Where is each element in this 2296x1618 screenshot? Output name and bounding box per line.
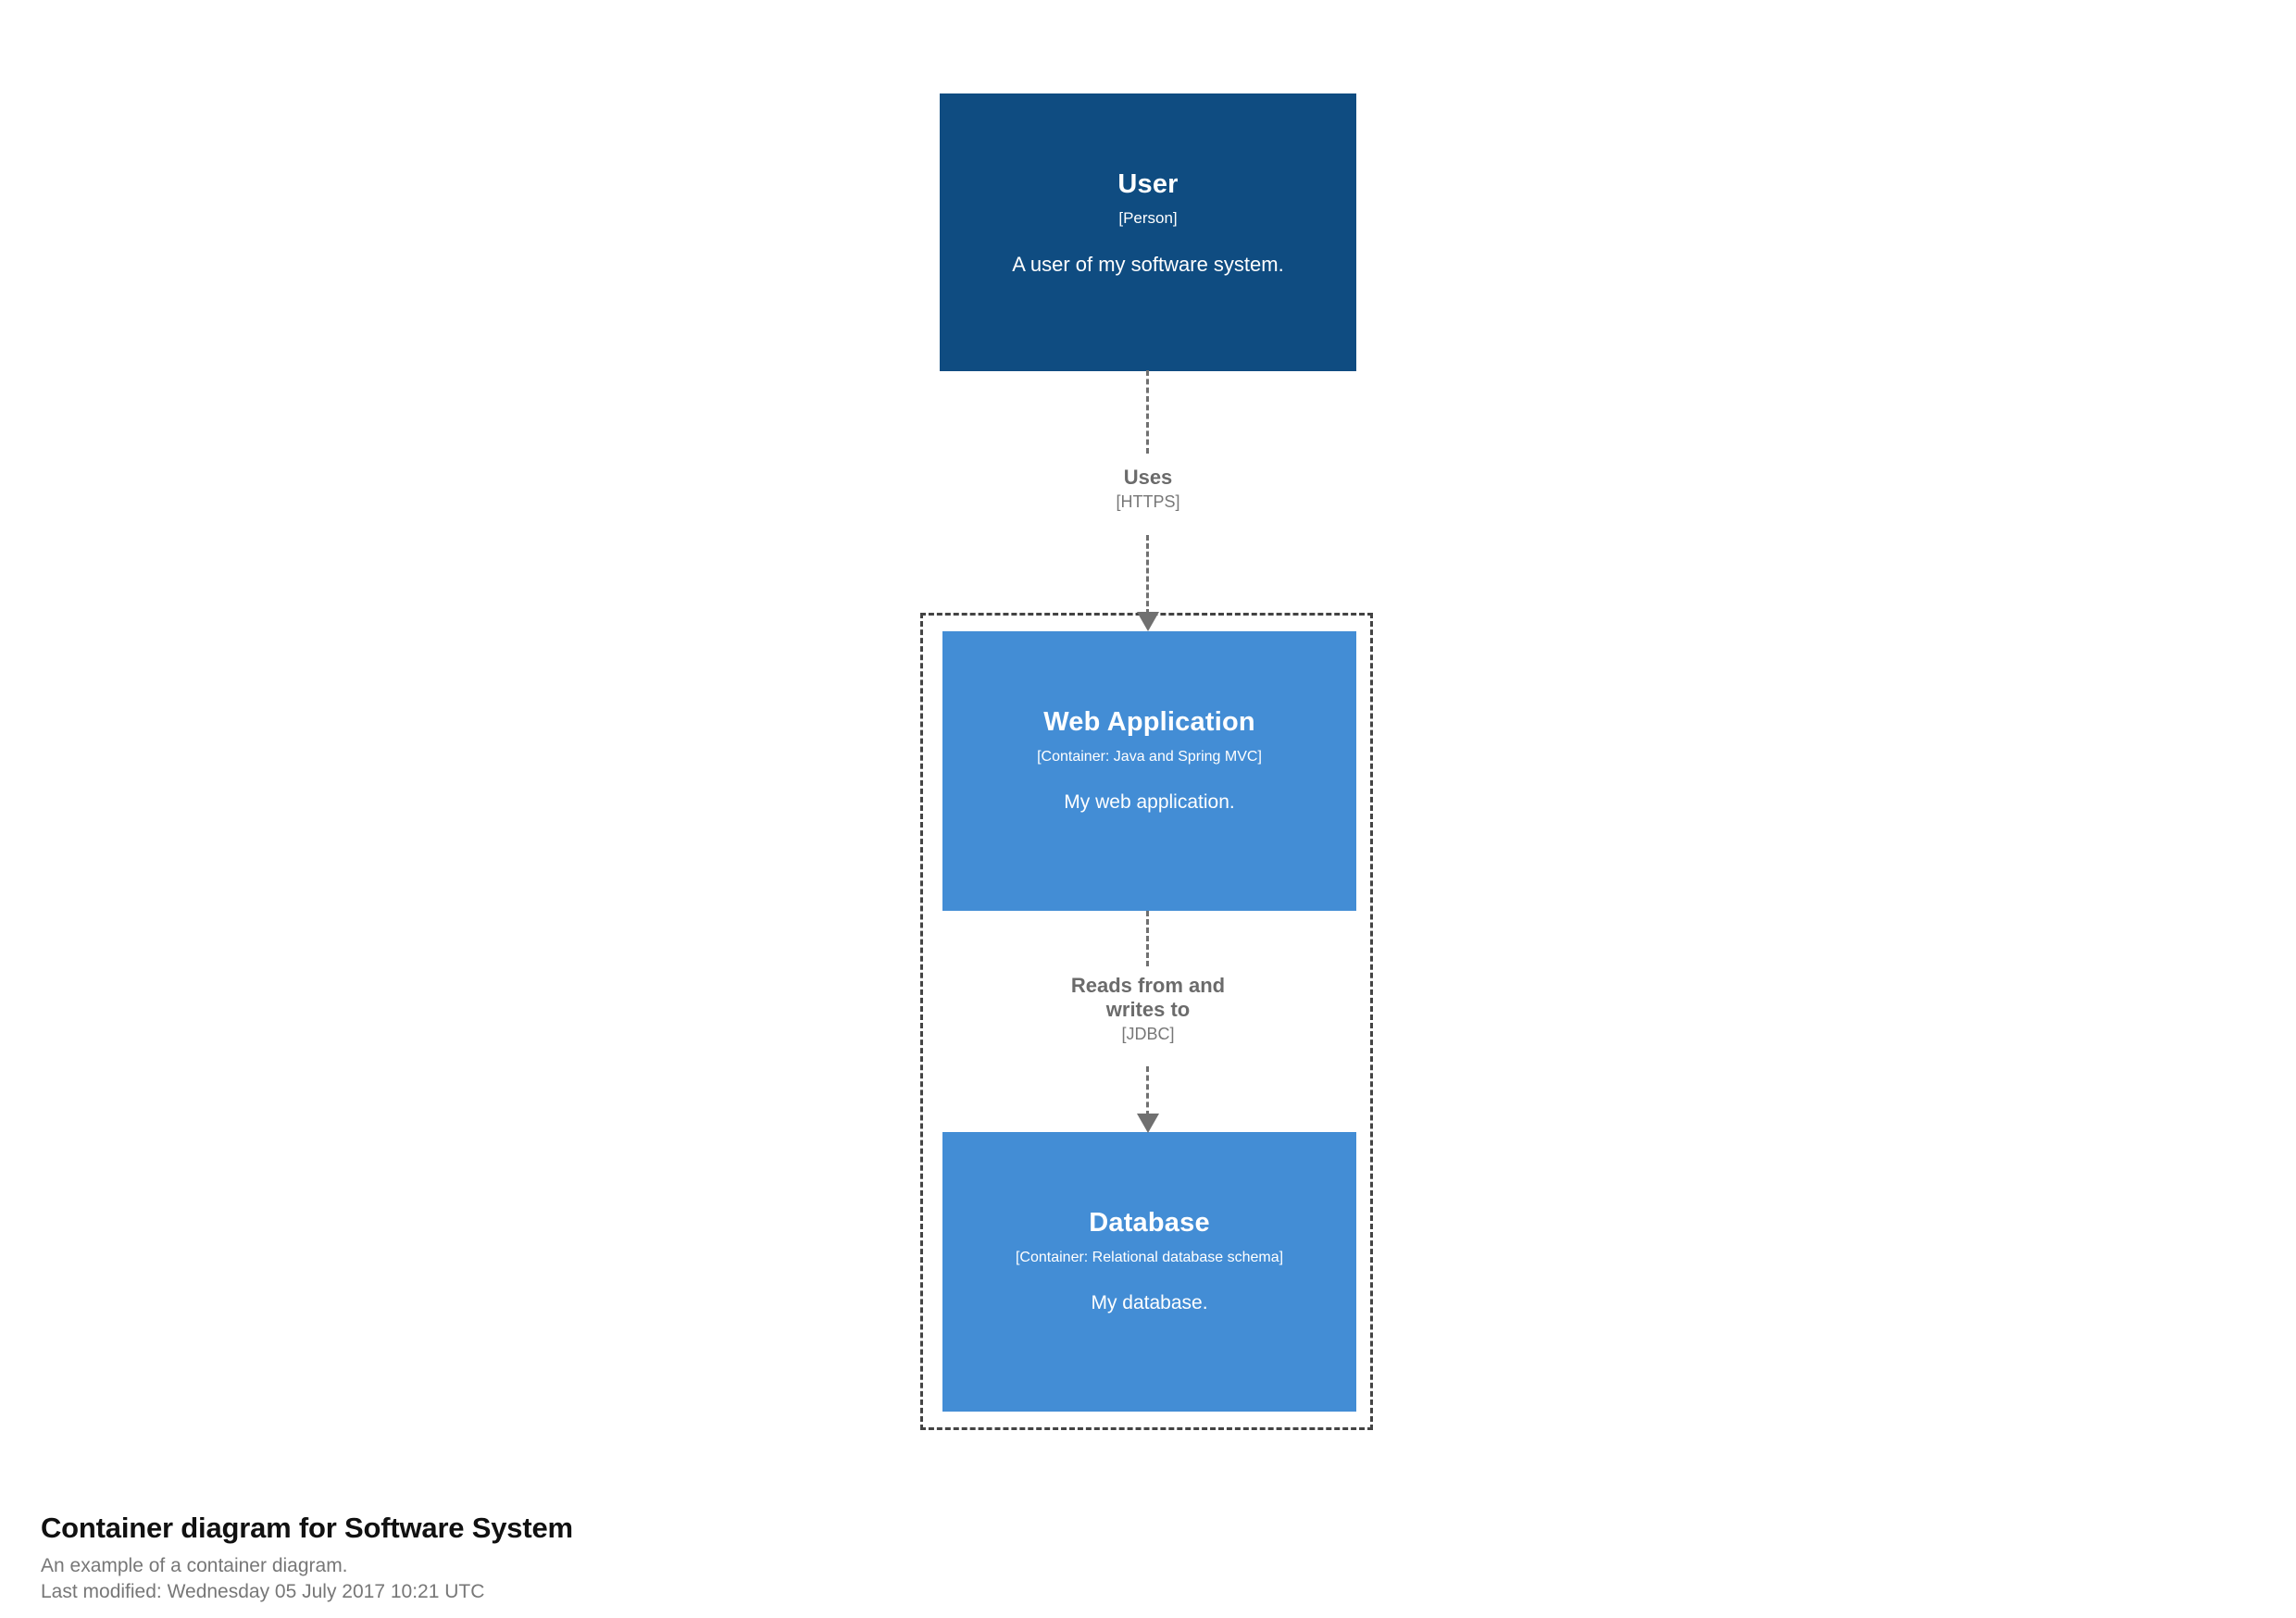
node-web-application-technology: [Container: Java and Spring MVC]	[1037, 749, 1262, 765]
relationship-line-segment	[1146, 370, 1149, 454]
diagram-last-modified: Last modified: Wednesday 05 July 2017 10…	[41, 1580, 485, 1602]
arrow-head-icon	[1137, 1114, 1159, 1133]
diagram-caption: Container diagram for Software System An…	[41, 1511, 1337, 1605]
node-database[interactable]: Database [Container: Relational database…	[942, 1132, 1356, 1412]
diagram-subtitle: An example of a container diagram.	[41, 1554, 348, 1576]
relationship-line-segment	[1146, 535, 1149, 615]
node-database-technology: [Container: Relational database schema]	[1015, 1250, 1284, 1266]
diagram-title: Container diagram for Software System	[41, 1512, 573, 1544]
arrow-head-icon	[1137, 612, 1159, 631]
node-database-description: My database.	[1091, 1291, 1208, 1313]
relationship-line-segment	[1146, 911, 1149, 966]
node-user-description: A user of my software system.	[1012, 252, 1284, 276]
node-web-application[interactable]: Web Application [Container: Java and Spr…	[942, 631, 1356, 911]
node-user-name: User	[1117, 169, 1179, 199]
relationship-web-application-to-database-label: Reads from and writes to [JDBC]	[1037, 971, 1259, 1048]
relationship-description: Reads from and writes to	[1070, 974, 1226, 1021]
node-database-name: Database	[1089, 1208, 1210, 1238]
relationship-line-segment	[1146, 1066, 1149, 1116]
relationship-description: Uses	[1123, 466, 1173, 489]
node-user[interactable]: User [Person] A user of my software syst…	[940, 93, 1356, 371]
node-web-application-description: My web application.	[1064, 790, 1235, 813]
node-web-application-name: Web Application	[1043, 707, 1255, 737]
relationship-user-to-web-application-label: Uses [HTTPS]	[1055, 463, 1241, 516]
node-user-type: [Person]	[1118, 209, 1178, 228]
relationship-technology: [HTTPS]	[1116, 492, 1180, 511]
relationship-technology: [JDBC]	[1121, 1024, 1175, 1043]
